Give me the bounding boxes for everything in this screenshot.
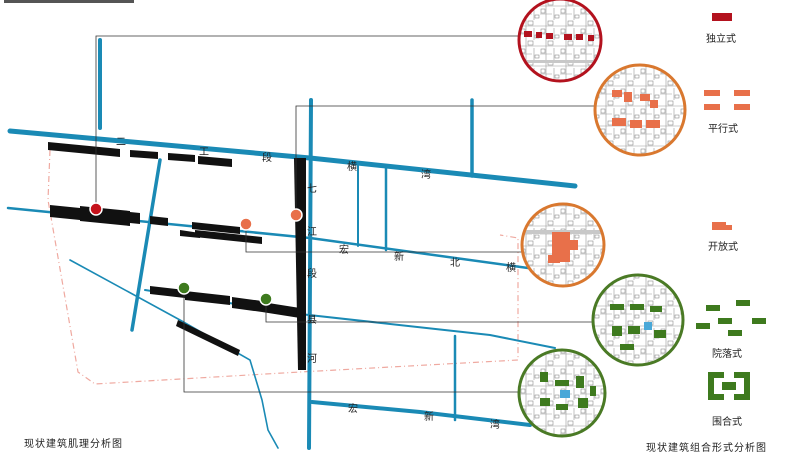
marker-orange-1	[289, 208, 303, 222]
street-char: 七	[307, 184, 317, 195]
street-char: 北	[450, 258, 460, 269]
street-char: 江	[307, 227, 317, 238]
street-char: 河	[307, 354, 317, 365]
building-footprints	[48, 142, 306, 370]
street-char: 县	[307, 315, 317, 326]
road-main-north	[7, 128, 578, 189]
zoom-circle-independent	[517, 0, 603, 83]
legend-symbol-parallel	[704, 90, 750, 110]
zoom-circle-enclosed	[517, 348, 607, 438]
street-char: 二	[116, 137, 126, 148]
road-southwest	[69, 259, 279, 449]
road-left-diag	[130, 158, 162, 332]
zoom-circle-open	[520, 202, 606, 288]
marker-red	[89, 202, 103, 216]
legend-label-enclosed: 围合式	[712, 417, 742, 428]
legend-symbol-open	[712, 222, 732, 230]
legend-symbol-enclosed	[708, 372, 750, 400]
zoom-circle-courtyard	[591, 273, 685, 367]
legend-symbol-courtyard	[696, 300, 766, 336]
street-char: 段	[307, 269, 317, 280]
header-strip	[4, 0, 134, 3]
legend-label-independent: 独立式	[706, 34, 736, 45]
legend-label-courtyard: 院落式	[712, 349, 742, 360]
street-char: 段	[262, 153, 272, 164]
street-char: 宏	[348, 404, 358, 415]
marker-orange-2	[239, 217, 253, 231]
caption-combination-analysis: 现状建筑组合形式分析图	[646, 443, 767, 454]
street-char: 新	[394, 252, 404, 263]
legend-label-parallel: 平行式	[708, 124, 738, 135]
road-bottom	[310, 400, 532, 427]
street-char: 工	[199, 147, 209, 158]
street-char: 湾	[421, 170, 431, 181]
marker-green-2	[259, 292, 273, 306]
legend-symbol-independent	[712, 13, 732, 21]
street-char: 新	[424, 412, 434, 423]
street-char: 横	[506, 263, 516, 274]
caption-texture-analysis: 现状建筑肌理分析图	[24, 439, 123, 450]
street-char: 横	[347, 162, 357, 173]
site-boundary	[47, 149, 519, 385]
legend-label-open: 开放式	[708, 242, 738, 253]
marker-green-1	[177, 281, 191, 295]
road-network	[6, 38, 578, 450]
street-char: 宏	[339, 245, 349, 256]
street-char: 湾	[490, 420, 500, 431]
road-main-vertical	[307, 98, 313, 450]
leader-lines	[95, 35, 598, 393]
zoom-circle-parallel	[593, 63, 687, 157]
